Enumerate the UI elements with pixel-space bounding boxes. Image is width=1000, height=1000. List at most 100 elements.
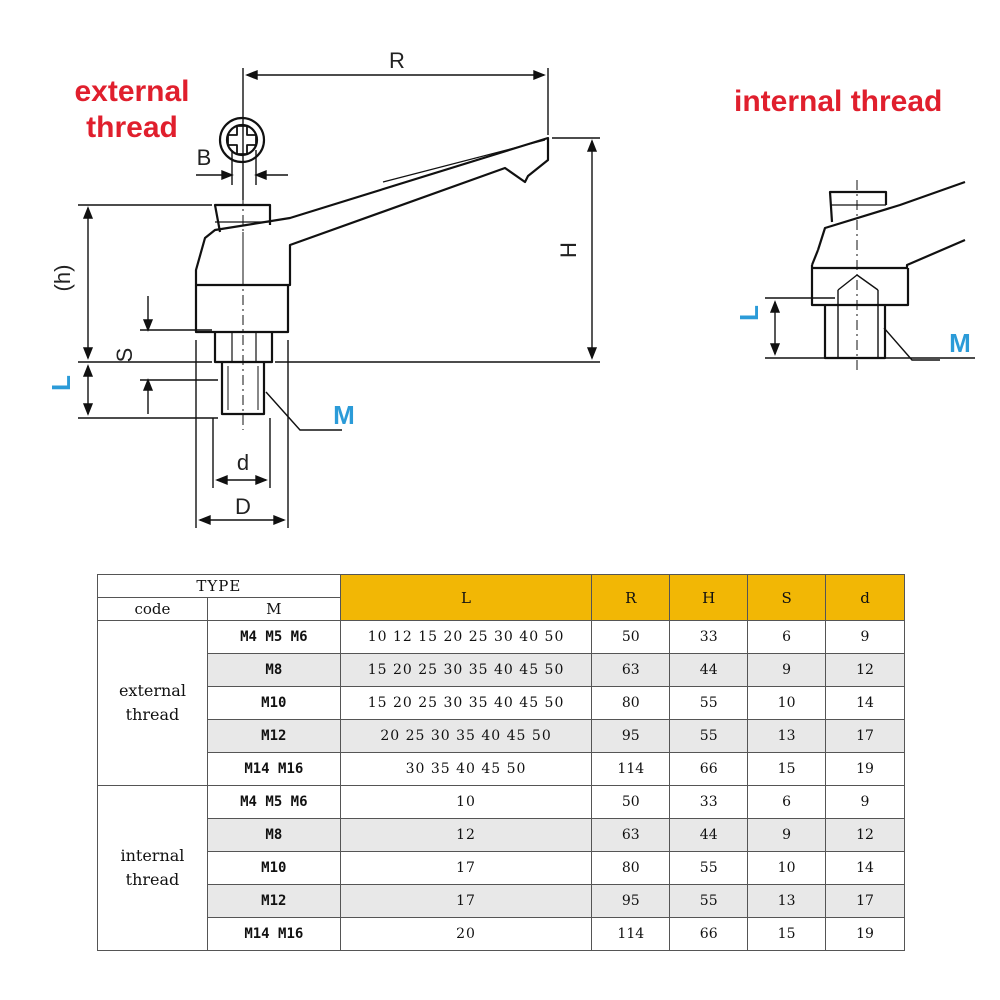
cell-m: M14 M16 xyxy=(206,752,341,786)
cell-H: 66 xyxy=(669,752,749,786)
cell-R: 95 xyxy=(591,884,671,918)
cell-S: 9 xyxy=(747,818,827,852)
cell-m: M10 xyxy=(206,686,341,720)
cell-R: 114 xyxy=(591,752,671,786)
col-header-R: R xyxy=(591,574,671,621)
cell-S: 9 xyxy=(747,653,827,687)
cell-S: 15 xyxy=(747,917,827,951)
spec-table: TYPE L R H S d code M external thread M4 M… xyxy=(97,574,905,951)
col-header-S: S xyxy=(747,574,827,621)
cell-S: 6 xyxy=(747,620,827,654)
cell-d: 17 xyxy=(825,719,905,753)
cell-d: 9 xyxy=(825,620,905,654)
col-header-H: H xyxy=(669,574,749,621)
cell-m: M12 xyxy=(206,884,341,918)
external-title-line1: external xyxy=(74,75,190,108)
dim-L-ext-label: L xyxy=(46,375,76,391)
col-header-d: d xyxy=(825,574,905,621)
internal-dimension-lines xyxy=(765,297,975,361)
cell-L: 12 xyxy=(339,818,593,852)
cell-m: M12 xyxy=(206,719,341,753)
col-header-L: L xyxy=(339,574,593,621)
cell-R: 80 xyxy=(591,686,671,720)
m-header: M xyxy=(206,597,341,621)
cell-S: 13 xyxy=(747,719,827,753)
group-label-line2: thread xyxy=(125,870,180,889)
cell-m: M14 M16 xyxy=(206,917,341,951)
dim-B-label: B xyxy=(197,145,212,170)
cell-R: 114 xyxy=(591,917,671,951)
dim-M-ext-label: M xyxy=(333,400,355,430)
cell-L: 17 xyxy=(339,851,593,885)
cell-H: 44 xyxy=(669,818,749,852)
cell-L: 30 35 40 45 50 xyxy=(339,752,593,786)
code-header: code xyxy=(97,597,208,621)
cell-S: 15 xyxy=(747,752,827,786)
cell-L: 20 xyxy=(339,917,593,951)
internal-thread-title: internal thread xyxy=(734,85,943,118)
dim-D-label: D xyxy=(235,494,251,519)
dim-L-int-label: L xyxy=(734,305,764,321)
screw-head-symbol xyxy=(218,116,266,164)
cell-S: 13 xyxy=(747,884,827,918)
cell-H: 33 xyxy=(669,620,749,654)
cell-L: 17 xyxy=(339,884,593,918)
cell-m: M8 xyxy=(206,818,341,852)
cell-H: 55 xyxy=(669,884,749,918)
cell-L: 10 xyxy=(339,785,593,819)
cell-L: 10 12 15 20 25 30 40 50 xyxy=(339,620,593,654)
type-header: TYPE xyxy=(97,574,341,598)
cell-m: M4 M5 M6 xyxy=(206,620,341,654)
cell-d: 14 xyxy=(825,686,905,720)
cell-L: 20 25 30 35 40 45 50 xyxy=(339,719,593,753)
group-label: internal thread xyxy=(97,785,208,951)
technical-drawing: R B (h) H S L M d D L M xyxy=(46,48,975,528)
cell-S: 6 xyxy=(747,785,827,819)
group-label: external thread xyxy=(97,620,208,786)
cell-H: 66 xyxy=(669,917,749,951)
cell-H: 55 xyxy=(669,686,749,720)
dim-R-label: R xyxy=(389,48,405,73)
internal-thread-drawing xyxy=(810,180,966,370)
cell-R: 63 xyxy=(591,818,671,852)
external-thread-title: external thread xyxy=(72,74,192,146)
cell-L: 15 20 25 30 35 40 45 50 xyxy=(339,653,593,687)
cell-d: 19 xyxy=(825,752,905,786)
group-label-line1: external xyxy=(118,681,186,700)
cell-d: 17 xyxy=(825,884,905,918)
cell-H: 55 xyxy=(669,719,749,753)
cell-m: M4 M5 M6 xyxy=(206,785,341,819)
cell-m: M10 xyxy=(206,851,341,885)
dim-h-label: (h) xyxy=(50,265,75,292)
cell-H: 55 xyxy=(669,851,749,885)
group-label-line2: thread xyxy=(125,705,180,724)
dim-S-label: S xyxy=(112,348,137,363)
cell-d: 14 xyxy=(825,851,905,885)
dimension-lines xyxy=(78,68,600,528)
external-title-line2: thread xyxy=(86,111,178,144)
cell-d: 9 xyxy=(825,785,905,819)
group-label-line1: internal xyxy=(120,846,185,865)
cell-d: 12 xyxy=(825,818,905,852)
cell-d: 12 xyxy=(825,653,905,687)
lever-body xyxy=(194,136,550,416)
cell-R: 95 xyxy=(591,719,671,753)
cell-S: 10 xyxy=(747,851,827,885)
cell-R: 80 xyxy=(591,851,671,885)
cell-L: 15 20 25 30 35 40 45 50 xyxy=(339,686,593,720)
dim-H-label: H xyxy=(556,242,581,258)
cell-H: 44 xyxy=(669,653,749,687)
dim-d-label: d xyxy=(237,450,249,475)
dim-M-int-label: M xyxy=(949,328,971,358)
